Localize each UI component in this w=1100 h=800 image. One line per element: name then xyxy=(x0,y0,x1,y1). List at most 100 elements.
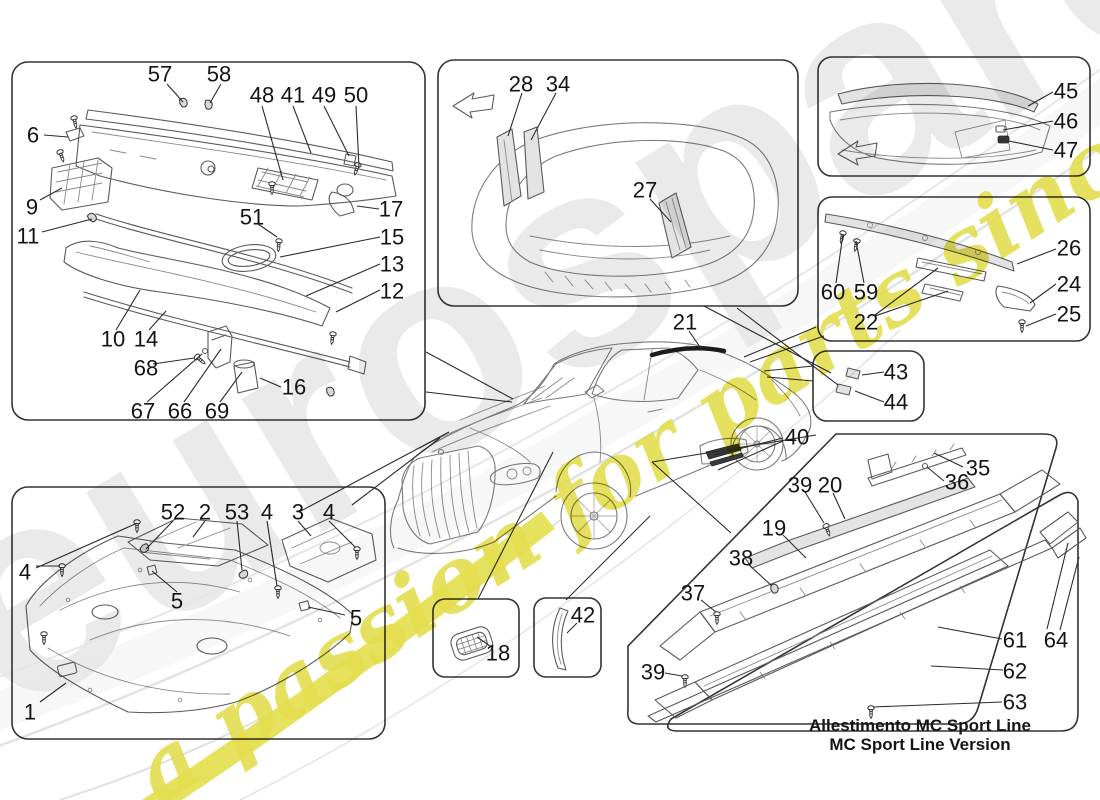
part-number-22[interactable]: 22 xyxy=(854,310,878,335)
mc-sport-line-caption-it: Allestimento MC Sport Line xyxy=(809,716,1031,735)
part-number-52[interactable]: 52 xyxy=(161,500,185,525)
part-number-37[interactable]: 37 xyxy=(681,581,705,606)
part-number-12[interactable]: 12 xyxy=(380,279,404,304)
part-number-4[interactable]: 4 xyxy=(19,560,31,585)
part-number-44[interactable]: 44 xyxy=(884,390,908,415)
leader-line xyxy=(476,636,491,647)
part-number-6[interactable]: 6 xyxy=(27,123,39,148)
part-number-24[interactable]: 24 xyxy=(1057,272,1081,297)
leader-line xyxy=(219,371,243,403)
trunk-trim-art xyxy=(452,92,779,298)
part-number-39[interactable]: 39 xyxy=(788,473,812,498)
leader-line xyxy=(1016,248,1057,265)
leader-line xyxy=(145,520,174,550)
leader-line xyxy=(651,434,817,463)
leader-line xyxy=(35,523,136,569)
part-number-2[interactable]: 2 xyxy=(199,500,211,525)
part-number-69[interactable]: 69 xyxy=(205,399,229,424)
part-number-49[interactable]: 49 xyxy=(312,83,336,108)
leader-line xyxy=(425,351,514,400)
part-number-13[interactable]: 13 xyxy=(380,252,404,277)
box-clips xyxy=(812,350,925,422)
part-number-20[interactable]: 20 xyxy=(818,473,842,498)
leader-line xyxy=(930,665,1004,671)
leader-line xyxy=(261,105,284,181)
part-number-9[interactable]: 9 xyxy=(26,195,38,220)
part-number-19[interactable]: 19 xyxy=(762,516,786,541)
leader-line xyxy=(1025,313,1057,327)
leader-line xyxy=(874,290,949,317)
leader-line xyxy=(298,431,450,513)
leader-line xyxy=(1046,542,1069,630)
leader-line xyxy=(933,452,964,468)
leader-line xyxy=(832,492,846,520)
side-vent-highlight xyxy=(705,443,744,467)
leader-line xyxy=(804,491,825,524)
part-number-17[interactable]: 17 xyxy=(379,197,403,222)
part-number-50[interactable]: 50 xyxy=(344,83,368,108)
leader-line xyxy=(43,134,69,138)
part-number-4[interactable]: 4 xyxy=(323,500,335,525)
part-number-68[interactable]: 68 xyxy=(134,356,158,381)
part-number-14[interactable]: 14 xyxy=(134,327,158,352)
part-number-66[interactable]: 66 xyxy=(168,399,192,424)
leader-line xyxy=(700,599,717,613)
part-number-25[interactable]: 25 xyxy=(1057,302,1081,327)
part-number-36[interactable]: 36 xyxy=(945,470,969,495)
part-number-28[interactable]: 28 xyxy=(509,72,533,97)
leader-line xyxy=(749,335,825,363)
part-number-64[interactable]: 64 xyxy=(1044,628,1068,653)
leader-line xyxy=(874,267,939,316)
part-number-16[interactable]: 16 xyxy=(282,375,306,400)
part-number-67[interactable]: 67 xyxy=(131,399,155,424)
leader-line xyxy=(937,626,1003,640)
part-number-38[interactable]: 38 xyxy=(729,546,753,571)
leader-line xyxy=(926,466,945,482)
leader-line xyxy=(782,534,807,559)
leader-line xyxy=(854,390,885,403)
part-number-63[interactable]: 63 xyxy=(1003,690,1027,715)
part-number-51[interactable]: 51 xyxy=(240,205,264,230)
part-number-26[interactable]: 26 xyxy=(1057,236,1081,261)
part-number-27[interactable]: 27 xyxy=(633,178,657,203)
part-number-42[interactable]: 42 xyxy=(571,603,595,628)
part-number-21[interactable]: 21 xyxy=(673,310,697,335)
part-number-4[interactable]: 4 xyxy=(261,500,273,525)
part-number-62[interactable]: 62 xyxy=(1003,659,1027,684)
part-number-43[interactable]: 43 xyxy=(884,360,908,385)
part-number-39[interactable]: 39 xyxy=(641,660,665,685)
box-trunk-trim xyxy=(437,59,799,307)
leader-line xyxy=(355,105,360,168)
leader-line xyxy=(115,289,141,331)
side-skirt-mc-art xyxy=(647,511,1087,723)
part-number-57[interactable]: 57 xyxy=(148,62,172,87)
part-number-35[interactable]: 35 xyxy=(966,456,990,481)
leader-line xyxy=(763,365,814,372)
box-side-skirt xyxy=(626,433,1058,725)
leader-line xyxy=(356,205,380,210)
leader-line xyxy=(151,570,178,593)
part-number-61[interactable]: 61 xyxy=(1003,628,1027,653)
leader-line xyxy=(565,515,651,601)
part-number-41[interactable]: 41 xyxy=(281,83,305,108)
part-number-5[interactable]: 5 xyxy=(350,606,362,631)
leader-line xyxy=(872,701,1003,708)
leader-line xyxy=(507,92,523,137)
leader-line xyxy=(192,520,206,538)
part-number-34[interactable]: 34 xyxy=(546,72,570,97)
leader-line xyxy=(292,105,312,154)
part-number-11[interactable]: 11 xyxy=(17,224,40,249)
vent-grille-art xyxy=(450,626,494,661)
leader-line xyxy=(39,187,63,201)
part-number-3[interactable]: 3 xyxy=(292,500,304,525)
part-number-40[interactable]: 40 xyxy=(785,425,809,450)
leader-line xyxy=(664,672,683,677)
part-number-15[interactable]: 15 xyxy=(380,225,404,250)
part-number-48[interactable]: 48 xyxy=(250,83,274,108)
part-number-53[interactable]: 53 xyxy=(225,500,249,525)
part-number-58[interactable]: 58 xyxy=(207,62,231,87)
part-number-10[interactable]: 10 xyxy=(101,327,125,352)
leader-line xyxy=(257,223,278,238)
